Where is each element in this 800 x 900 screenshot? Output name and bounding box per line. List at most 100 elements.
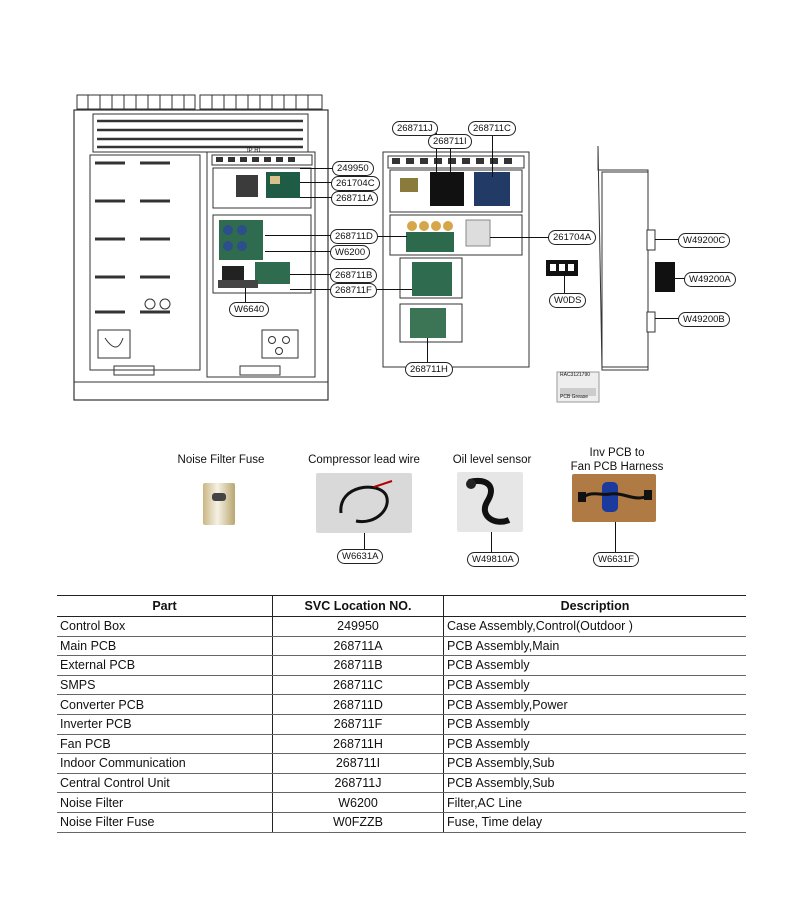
callout-W49810A: W49810A: [467, 552, 519, 567]
leader-line: [377, 289, 412, 290]
leader-line: [300, 182, 332, 183]
leader-line: [655, 239, 679, 240]
header-description: Description: [443, 595, 746, 617]
lead-wire-photo: [316, 473, 412, 533]
leader-line: [615, 522, 616, 552]
callout-268711J: 268711J: [392, 121, 438, 136]
leader-line: [492, 133, 493, 177]
table-row: SMPS 268711C PCB Assembly: [57, 675, 746, 696]
table-header-row: Part SVC Location NO. Description: [57, 595, 746, 617]
svc-location-cell: 268711F: [272, 714, 444, 735]
leader-line: [450, 148, 451, 178]
description-cell: PCB Assembly,Main: [443, 636, 746, 657]
caption-oil-level-sensor: Oil level sensor: [452, 454, 532, 466]
leader-line: [427, 338, 428, 364]
leader-line: [490, 237, 548, 238]
caption-noise-filter-fuse: Noise Filter Fuse: [177, 454, 265, 466]
leader-line: [300, 197, 332, 198]
part-cell: Fan PCB: [57, 734, 273, 755]
caption-compressor-lead-wire: Compressor lead wire: [308, 454, 420, 466]
callout-268711D: 268711D: [330, 229, 378, 244]
header-svc-location: SVC Location NO.: [272, 595, 444, 617]
svc-location-cell: 249950: [272, 616, 444, 637]
harness-icon: [578, 482, 652, 512]
leader-line: [245, 288, 246, 302]
description-cell: Case Assembly,Control(Outdoor ): [443, 616, 746, 637]
part-cell: Noise Filter Fuse: [57, 812, 273, 833]
part-cell: Main PCB: [57, 636, 273, 657]
callout-268711I: 268711I: [428, 134, 472, 149]
harness-photo: [572, 474, 656, 522]
leader-line: [436, 133, 437, 181]
table-row: External PCB 268711B PCB Assembly: [57, 655, 746, 676]
description-cell: Filter,AC Line: [443, 792, 746, 813]
callout-W49200A: W49200A: [684, 272, 736, 287]
leader-line: [655, 318, 679, 319]
description-cell: PCB Assembly,Power: [443, 694, 746, 715]
part-cell: External PCB: [57, 655, 273, 676]
callout-W6200: W6200: [330, 245, 371, 260]
svc-location-cell: 268711J: [272, 773, 444, 794]
svc-location-cell: 268711A: [272, 636, 444, 657]
callout-W6631F: W6631F: [593, 552, 639, 567]
svc-location-cell: 268711B: [272, 655, 444, 676]
caption-inv-pcb-harness: Inv PCB to Fan PCB Harness: [555, 446, 679, 474]
grease-caption: PCB Grease: [560, 394, 589, 400]
leader-line: [265, 235, 331, 236]
leader-line: [290, 289, 331, 290]
leader-line: [300, 168, 333, 169]
leader-line: [675, 278, 685, 279]
description-cell: PCB Assembly,Sub: [443, 773, 746, 794]
table-row: Indoor Communication 268711I PCB Assembl…: [57, 753, 746, 774]
leader-line: [377, 236, 407, 237]
header-part: Part: [57, 595, 273, 617]
table-row: Noise Filter W6200 Filter,AC Line: [57, 792, 746, 813]
description-cell: PCB Assembly: [443, 714, 746, 735]
part-cell: Control Box: [57, 616, 273, 637]
svc-location-cell: 268711C: [272, 675, 444, 696]
parts-table: Part SVC Location NO. Description Contro…: [57, 595, 746, 833]
part-cell: Central Control Unit: [57, 773, 273, 794]
svc-location-cell: W6200: [272, 792, 444, 813]
part-cell: Noise Filter: [57, 792, 273, 813]
grease-label: RAC3121790: [560, 372, 591, 378]
svc-location-cell: 268711H: [272, 734, 444, 755]
svc-location-cell: 268711I: [272, 753, 444, 774]
table-row: Noise Filter Fuse W0FZZB Fuse, Time dela…: [57, 812, 746, 833]
svc-location-cell: 268711D: [272, 694, 444, 715]
callout-261704A: 261704A: [548, 230, 597, 245]
callout-268711A: 268711A: [331, 191, 379, 206]
part-cell: Inverter PCB: [57, 714, 273, 735]
description-cell: PCB Assembly: [443, 734, 746, 755]
callout-249950: 249950: [332, 161, 374, 176]
table-row: Central Control Unit 268711J PCB Assembl…: [57, 773, 746, 794]
table-row: Inverter PCB 268711F PCB Assembly: [57, 714, 746, 735]
unit-diagram-svg: [73, 94, 675, 403]
oil-sensor-icon: [466, 478, 511, 525]
description-cell: PCB Assembly: [443, 655, 746, 676]
callout-W0DS: W0DS: [549, 293, 587, 308]
callout-W49200C: W49200C: [678, 233, 731, 248]
callout-W49200B: W49200B: [678, 312, 730, 327]
lead-wire-icon: [339, 480, 393, 524]
part-cell: Indoor Communication: [57, 753, 273, 774]
svc-location-cell: W0FZZB: [272, 812, 444, 833]
leader-line: [491, 532, 492, 552]
leader-line: [265, 251, 331, 252]
table-row: Fan PCB 268711H PCB Assembly: [57, 734, 746, 755]
fuse-photo: [203, 483, 235, 525]
part-cell: Converter PCB: [57, 694, 273, 715]
description-cell: Fuse, Time delay: [443, 812, 746, 833]
unit-model-label: IP RL: [247, 148, 262, 154]
table-row: Converter PCB 268711D PCB Assembly,Power: [57, 694, 746, 715]
callout-268711H: 268711H: [405, 362, 453, 377]
caption-inv-pcb-line1: Inv PCB to: [589, 447, 645, 459]
leader-line: [290, 274, 331, 275]
part-cell: SMPS: [57, 675, 273, 696]
callout-W6640: W6640: [229, 302, 270, 317]
leader-line: [364, 532, 365, 550]
callout-268711C: 268711C: [468, 121, 516, 136]
table-row: Main PCB 268711A PCB Assembly,Main: [57, 636, 746, 657]
caption-inv-pcb-line2: Fan PCB Harness: [570, 461, 664, 473]
callout-268711F: 268711F: [330, 283, 377, 298]
